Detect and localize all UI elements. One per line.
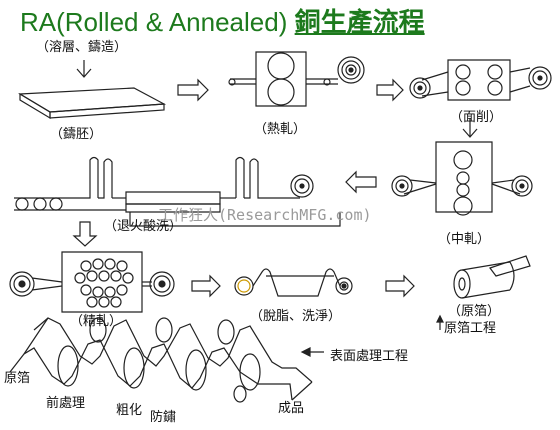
arrow-right-4 <box>386 276 414 296</box>
arrow-down-3 <box>74 222 96 246</box>
face-mill <box>410 60 551 100</box>
label-roughen: 粗化 <box>116 403 143 418</box>
label-raw-foil-short: 原箔 <box>4 371 31 386</box>
label-product: 成品 <box>278 401 305 416</box>
raw-foil-coil <box>454 256 530 298</box>
intermediate-roll-mill <box>392 142 532 215</box>
surface-treatment-line <box>10 318 312 402</box>
title-chinese: 銅生產流程 <box>294 7 425 37</box>
degrease-wash-tank <box>235 269 352 296</box>
ingot-slab <box>20 88 164 118</box>
arrow-right-3 <box>192 276 220 296</box>
label-ingot: （鑄胚） <box>50 127 103 142</box>
surface-arrow <box>302 348 324 356</box>
label-finish-roll: （精軋） <box>70 314 123 329</box>
arrow-right-2 <box>377 80 403 100</box>
title-latin: RA(Rolled & Annealed) <box>20 7 288 37</box>
arrow-left-1 <box>346 172 376 192</box>
finish-roll-mill <box>10 252 174 312</box>
anneal-pickle-line <box>14 158 340 227</box>
label-surface-process: 表面處理工程 <box>330 349 409 364</box>
label-mid-roll: （中軋） <box>438 232 491 247</box>
label-hot-roll: （熱軋） <box>254 122 307 137</box>
hot-roll-mill <box>229 52 364 106</box>
label-face-mill: （面削） <box>450 110 503 125</box>
label-pretreat: 前處理 <box>46 396 86 411</box>
arrow-down-1 <box>77 60 91 77</box>
label-raw-foil: （原箔） <box>448 304 501 319</box>
watermark-text: 工作狂人(ResearchMFG.com) <box>158 206 372 224</box>
label-smelt-cast: （溶層、鑄造） <box>36 40 128 55</box>
label-anneal-pickle: （退火酸洗） <box>104 219 183 234</box>
label-antirust: 防鏽 <box>150 410 177 425</box>
arrow-right-1 <box>178 80 208 100</box>
label-raw-foil-process: 原箔工程 <box>444 321 497 336</box>
arrow-down-2 <box>463 118 477 137</box>
raw-foil-up-arrow <box>437 316 443 330</box>
diagram-title: RA(Rolled & Annealed) 銅生產流程 <box>20 2 425 39</box>
label-degrease-wash: （脫脂、洗淨） <box>250 309 342 324</box>
